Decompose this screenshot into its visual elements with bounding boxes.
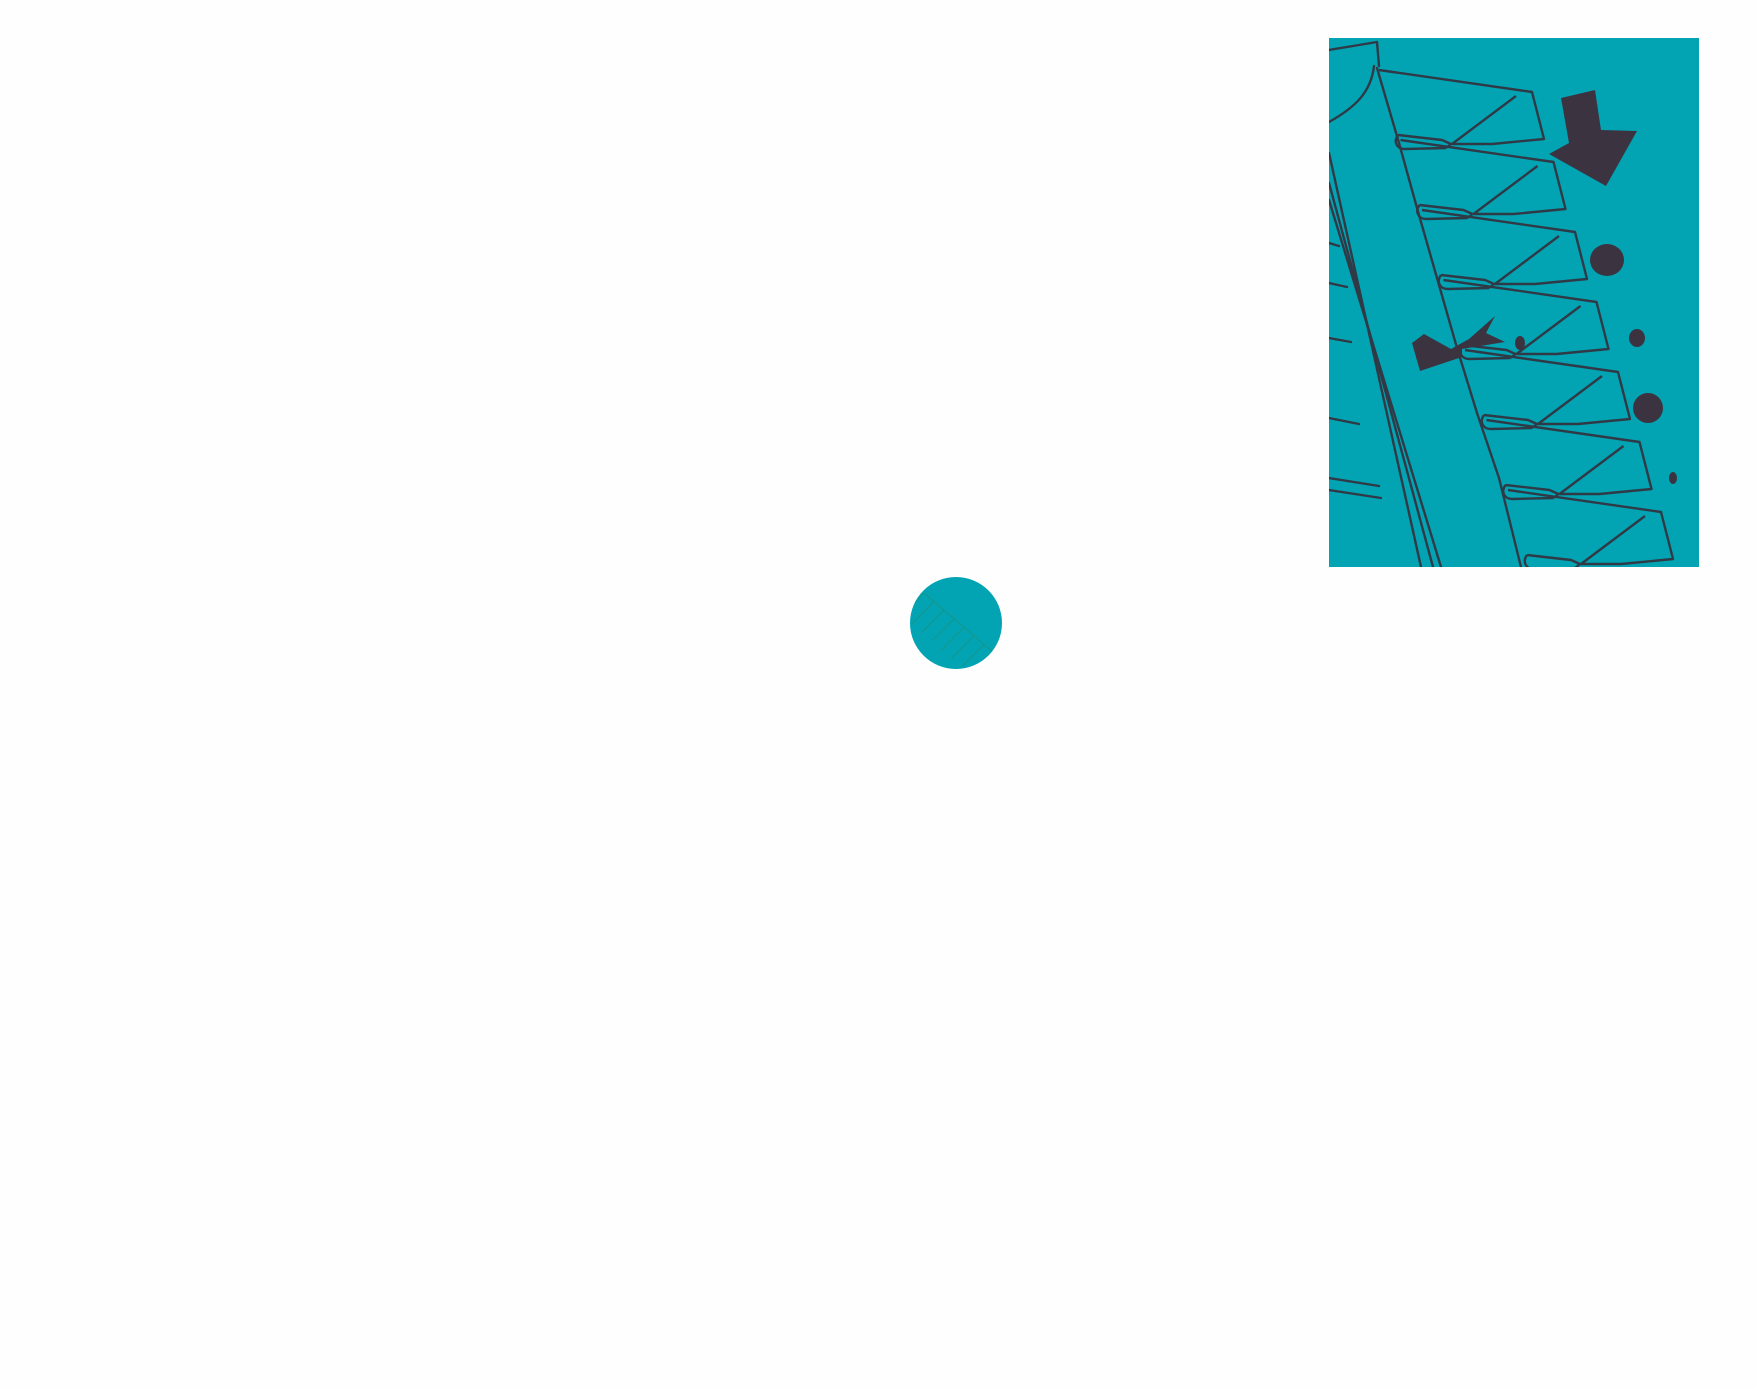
- edge-outline: [1329, 40, 1523, 567]
- hatch-line: [911, 601, 935, 624]
- spine-line-1: [1329, 151, 1423, 567]
- hatch-line: [931, 618, 955, 642]
- arrow-down-left-icon: [1412, 316, 1505, 371]
- hatch-line: [961, 644, 985, 667]
- edge-cap-curve: [1329, 64, 1376, 124]
- serration-step: [1421, 208, 1589, 291]
- zoom-marker-circle: [906, 573, 1006, 673]
- serration-step: [1400, 138, 1567, 221]
- serrated-steps: [1378, 68, 1675, 567]
- serration-step: [1486, 418, 1653, 501]
- serration-step: [1443, 278, 1610, 361]
- particle-dot: [1515, 336, 1525, 350]
- stub-mark: [1329, 336, 1353, 344]
- hatched-circle-icon: [908, 575, 1004, 671]
- panel-background: [1329, 38, 1699, 567]
- stub-mark: [1329, 416, 1361, 426]
- hatch-line: [921, 609, 945, 633]
- ridge-line: [1375, 66, 1523, 567]
- serration-step: [1507, 488, 1675, 567]
- detail-inset-panel: [1329, 38, 1699, 567]
- hatch-boundary: [923, 592, 995, 654]
- particle-dot: [1629, 329, 1645, 347]
- particle-dot: [1633, 393, 1663, 423]
- serration-step: [1378, 68, 1546, 151]
- hatch-line: [951, 635, 975, 659]
- stepped-edge-diagram: [1329, 38, 1699, 567]
- serration-step: [1464, 348, 1632, 431]
- arrow-down-right-icon: [1549, 90, 1637, 186]
- particles: [1515, 244, 1677, 484]
- spine-line-3: [1329, 198, 1443, 567]
- edge-cap-top: [1329, 40, 1381, 68]
- stub-mark: [1329, 241, 1341, 248]
- marker-disc: [910, 577, 1002, 669]
- stub-mark: [1329, 476, 1381, 488]
- hatch-line: [941, 626, 965, 650]
- stub-mark: [1329, 281, 1349, 289]
- spine-line-2: [1329, 181, 1435, 567]
- stub-mark: [1329, 488, 1383, 500]
- particle-dot: [1590, 244, 1624, 276]
- arrows: [1412, 90, 1637, 371]
- particle-dot: [1669, 472, 1677, 484]
